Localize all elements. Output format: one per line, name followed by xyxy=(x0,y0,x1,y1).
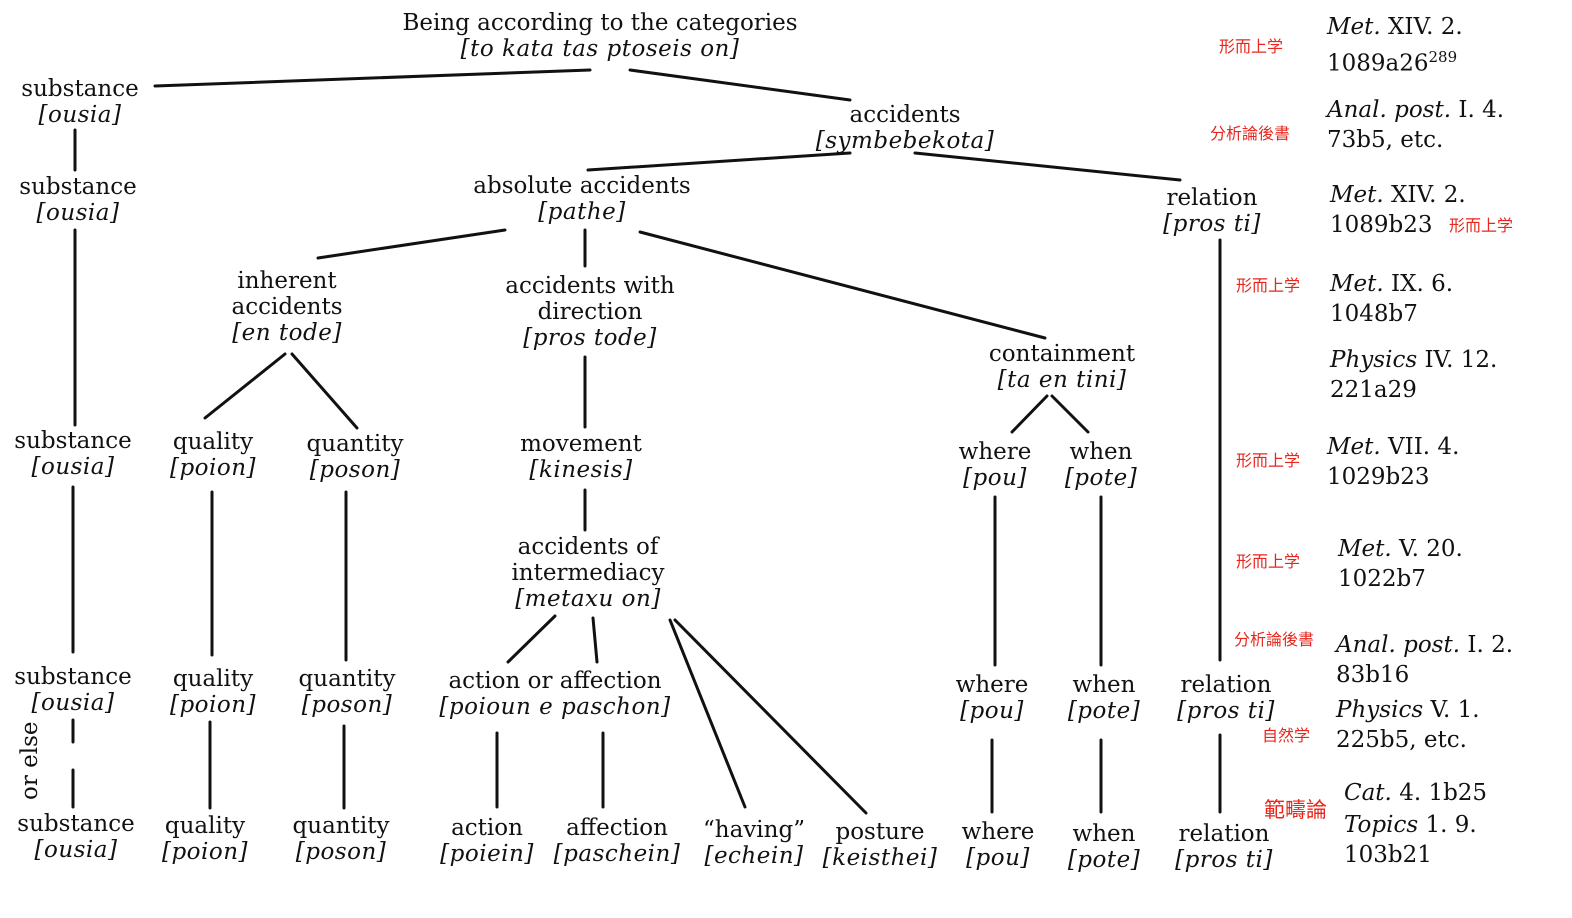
node-accidents-of-intermediacy: accidents of intermediacy [metaxu on] xyxy=(511,534,665,612)
jp-annotation-categories: 範疇論 xyxy=(1264,798,1327,822)
node-movement: movement [kinesis] xyxy=(520,431,642,483)
jp-annotation-posterior-analytics-2: 分析論後書 xyxy=(1234,630,1315,649)
or-else-label: or else xyxy=(17,721,43,800)
node-accidents-with-direction: accidents with direction [pros tode] xyxy=(505,273,675,351)
edge-inherent-to-quantity xyxy=(290,352,359,430)
edge-inherent-to-quality xyxy=(203,352,287,420)
node-when-2: when [pote] xyxy=(1067,672,1141,724)
node-substance-3: substance [ousia] xyxy=(14,428,132,480)
node-absolute-accidents: absolute accidents [pathe] xyxy=(473,173,691,225)
node-being: Being according to the categories [to ka… xyxy=(402,10,797,62)
node-quantity-2: quantity [poson] xyxy=(298,666,396,718)
node-relation-1: relation [pros ti] xyxy=(1163,185,1261,237)
ref-met-v-20: Met. V. 20. 1022b7 xyxy=(1338,536,1463,592)
node-having: “having” [echein] xyxy=(703,817,805,869)
edge-containment-to-when xyxy=(1050,394,1090,434)
edge-absolute-to-inherent xyxy=(316,228,507,260)
jp-annotation-metaphysics-1: 形而上学 xyxy=(1219,37,1284,56)
edge-accidents-to-relation xyxy=(913,151,1182,182)
ref-physics-iv-12: Physics IV. 12. 221a29 xyxy=(1330,347,1498,403)
ref-met-xiv-2-b: Met. XIV. 2. 1089b23 xyxy=(1330,182,1466,238)
node-where-2: where [pou] xyxy=(955,672,1029,724)
edge-intermediacy-to-posture xyxy=(673,618,868,815)
ref-cat-4: Cat. 4. 1b25 xyxy=(1344,780,1488,806)
ref-physics-v-1: Physics V. 1. 225b5, etc. xyxy=(1336,697,1480,753)
edge-absolute-to-containment xyxy=(638,230,1047,340)
node-accidents: accidents [symbebekota] xyxy=(815,102,995,154)
node-posture: posture [keisthei] xyxy=(822,819,938,871)
node-substance-5: substance [ousia] xyxy=(17,811,135,863)
node-quality-2: quality [poion] xyxy=(169,666,257,718)
node-quantity-1: quantity [poson] xyxy=(306,431,404,483)
node-quality-3: quality [poion] xyxy=(161,813,249,865)
jp-annotation-posterior-analytics-1: 分析論後書 xyxy=(1210,124,1291,143)
ref-met-xiv-2-a: Met. XIV. 2. 1089a26289 xyxy=(1327,14,1463,77)
node-when-1: when [pote] xyxy=(1064,439,1138,491)
edge-containment-to-where xyxy=(1010,394,1049,434)
node-quantity-3: quantity [poson] xyxy=(292,813,390,865)
ref-anal-post-i-2: Anal. post. I. 2. 83b16 xyxy=(1336,632,1514,688)
ref-anal-post-i-4: Anal. post. I. 4. 73b5, etc. xyxy=(1327,97,1505,153)
node-being-term: Being according to the categories xyxy=(402,10,798,36)
node-where-3: where [pou] xyxy=(961,819,1035,871)
edge-intermediacy-to-action-or-affection xyxy=(506,614,557,664)
node-action: action [poiein] xyxy=(440,815,534,867)
node-inherent-accidents: inherent accidents [en tode] xyxy=(231,268,343,346)
jp-annotation-metaphysics-4: 形而上学 xyxy=(1236,451,1301,470)
node-substance-1: substance [ousia] xyxy=(21,76,139,128)
ref-met-vii-4: Met. VII. 4. 1029b23 xyxy=(1327,434,1460,490)
jp-annotation-metaphysics-2: 形而上学 xyxy=(1449,216,1514,235)
jp-annotation-metaphysics-3: 形而上学 xyxy=(1236,276,1301,295)
node-action-or-affection: action or affection [poioun e paschon] xyxy=(439,668,671,720)
node-when-3: when [pote] xyxy=(1067,821,1141,873)
node-relation-3: relation [pros ti] xyxy=(1175,821,1273,873)
edge-accidents-to-absolute xyxy=(586,151,852,172)
node-affection: affection [paschein] xyxy=(553,815,681,867)
edge-intermediacy-to-action-or-affection-b xyxy=(591,616,599,664)
node-containment: containment [ta en tini] xyxy=(988,341,1136,393)
jp-annotation-physics: 自然学 xyxy=(1262,726,1311,745)
node-quality-1: quality [poion] xyxy=(169,429,257,481)
edge-being-to-accidents xyxy=(628,68,852,102)
ref-met-ix-6: Met. IX. 6. 1048b7 xyxy=(1330,271,1454,327)
ref-topics-1-9: Topics 1. 9. 103b21 xyxy=(1344,812,1477,868)
node-relation-2: relation [pros ti] xyxy=(1177,672,1275,724)
node-being-greek: [to kata tas ptoseis on] xyxy=(460,36,740,62)
node-substance-2: substance [ousia] xyxy=(19,174,137,226)
jp-annotation-metaphysics-5: 形而上学 xyxy=(1236,552,1301,571)
edge-intermediacy-to-having xyxy=(668,618,747,809)
node-where-1: where [pou] xyxy=(958,439,1032,491)
node-substance-4: substance [ousia] xyxy=(14,664,132,716)
edge-being-to-substance xyxy=(153,68,592,88)
